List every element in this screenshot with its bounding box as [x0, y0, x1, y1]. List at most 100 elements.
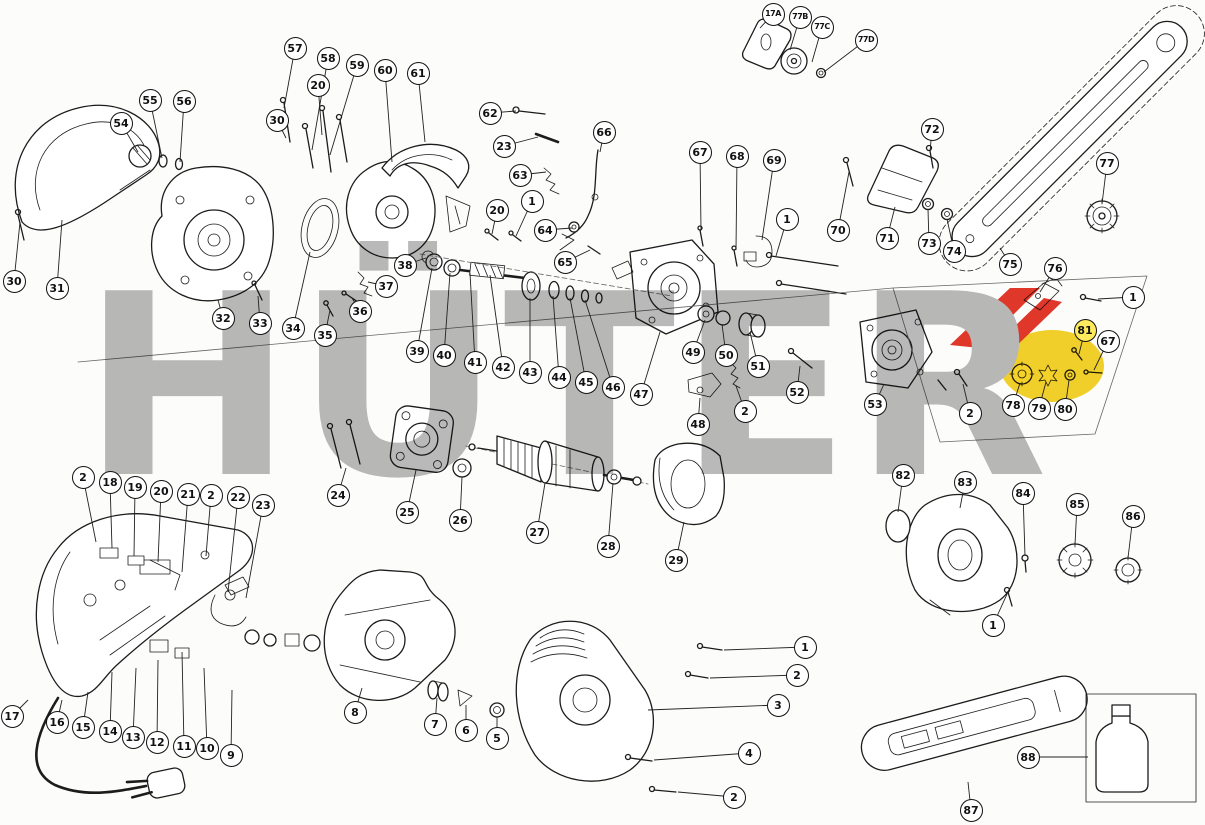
housing-mid	[345, 160, 436, 259]
bolt-70	[842, 156, 854, 187]
callout-87: 87	[959, 798, 983, 822]
callout-62: 62	[478, 101, 502, 125]
callout-64: 64	[533, 218, 557, 242]
callout-2: 2	[733, 399, 757, 423]
callout-23: 23	[492, 134, 516, 158]
callout-1: 1	[793, 635, 817, 659]
callout-37: 37	[374, 274, 398, 298]
stator	[652, 442, 725, 526]
callout-73: 73	[917, 231, 941, 255]
power-cord-plug	[35, 696, 186, 799]
callout-44: 44	[547, 365, 571, 389]
callout-76: 76	[1043, 256, 1067, 280]
callout-11: 11	[172, 734, 196, 758]
callout-33: 33	[248, 311, 272, 335]
top-sprocket-assembly	[741, 18, 827, 79]
callout-9: 9	[219, 743, 243, 767]
oil-bottle-box	[1085, 693, 1197, 803]
callout-36: 36	[348, 299, 372, 323]
rear-housing-center	[244, 569, 456, 702]
callout-3: 3	[766, 693, 790, 717]
callout-1: 1	[520, 189, 544, 213]
callout-84: 84	[1011, 481, 1035, 505]
callout-20: 20	[149, 479, 173, 503]
callout-29: 29	[664, 548, 688, 572]
callout-32: 32	[211, 306, 235, 330]
callout-43: 43	[518, 360, 542, 384]
gearbox-housing	[611, 239, 719, 335]
callout-47: 47	[629, 382, 653, 406]
callout-2: 2	[199, 483, 223, 507]
callout-69: 69	[762, 148, 786, 172]
callout-49: 49	[681, 340, 705, 364]
callout-61: 61	[406, 61, 430, 85]
callout-53: 53	[863, 392, 887, 416]
callout-30: 30	[265, 108, 289, 132]
callout-60: 60	[373, 58, 397, 82]
washers-73-74	[921, 197, 954, 221]
callout-71: 71	[875, 226, 899, 250]
callout-20: 20	[485, 198, 509, 222]
bolt-far-left	[14, 208, 25, 241]
callout-14: 14	[98, 719, 122, 743]
callout-40: 40	[432, 343, 456, 367]
motor-housing-left	[151, 165, 274, 302]
callout-2: 2	[958, 401, 982, 425]
oiler-rod-66	[559, 149, 599, 251]
callout-75: 75	[998, 252, 1022, 276]
callout-66: 66	[592, 120, 616, 144]
pin-65	[587, 245, 601, 255]
callout-26: 26	[448, 508, 472, 532]
callout-77D: 77D	[854, 28, 878, 52]
callout-28: 28	[596, 534, 620, 558]
callout-38: 38	[393, 253, 417, 277]
callout-59: 59	[345, 53, 369, 77]
side-plate-53	[859, 309, 947, 391]
callout-34: 34	[281, 316, 305, 340]
callout-63: 63	[508, 163, 532, 187]
callout-25: 25	[395, 500, 419, 524]
brake-lever	[866, 144, 939, 214]
bar-guard	[860, 675, 1088, 771]
callout-1: 1	[775, 207, 799, 231]
saw-chain	[938, 5, 1205, 272]
armature	[468, 435, 642, 492]
callout-83: 83	[953, 470, 977, 494]
callout-77B: 77B	[788, 5, 812, 29]
callout-31: 31	[45, 276, 69, 300]
callout-7: 7	[423, 712, 447, 736]
callout-15: 15	[71, 715, 95, 739]
callout-27: 27	[525, 520, 549, 544]
callout-70: 70	[826, 218, 850, 242]
callout-58: 58	[316, 46, 340, 70]
callout-23: 23	[251, 493, 275, 517]
callout-86: 86	[1121, 504, 1145, 528]
callout-88: 88	[1016, 745, 1040, 769]
callout-57: 57	[283, 36, 307, 60]
callout-45: 45	[574, 370, 598, 394]
spring-2	[729, 361, 741, 389]
callout-2: 2	[71, 465, 95, 489]
handle-knob	[128, 144, 184, 171]
callout-12: 12	[145, 730, 169, 754]
gasket	[300, 198, 340, 258]
bearing-plate-25	[389, 405, 454, 473]
rear-cover	[515, 620, 655, 782]
callout-42: 42	[491, 355, 515, 379]
screws-bottom-right	[624, 642, 723, 793]
callout-21: 21	[176, 482, 200, 506]
callout-67: 67	[688, 140, 712, 164]
mid-screws	[484, 228, 522, 242]
callout-46: 46	[601, 375, 625, 399]
callout-13: 13	[121, 725, 145, 749]
callout-54: 54	[109, 111, 133, 135]
callout-5: 5	[485, 726, 509, 750]
callout-10: 10	[195, 736, 219, 760]
top-handle	[381, 143, 470, 189]
callout-79: 79	[1027, 396, 1051, 420]
screw-1-right	[1079, 293, 1102, 302]
chain-cover	[885, 493, 1029, 616]
callout-19: 19	[123, 475, 147, 499]
